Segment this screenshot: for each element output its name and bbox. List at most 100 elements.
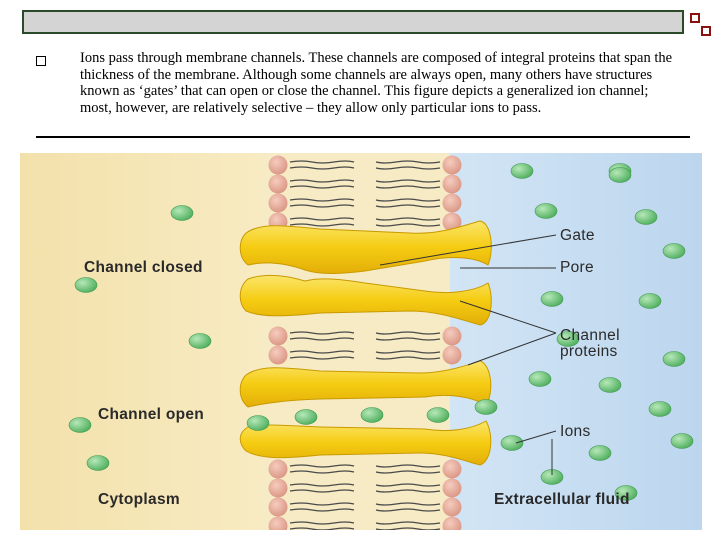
lipid-tail [375, 350, 441, 354]
ion [614, 485, 638, 501]
lipid-tail [375, 223, 441, 227]
corner-square-top [690, 13, 700, 23]
lipid-tail [289, 166, 355, 170]
ion [598, 377, 622, 393]
lipid-head [268, 193, 288, 213]
ion [426, 407, 450, 423]
channel-proteins-pointer-b [467, 332, 557, 366]
lipid-tail [375, 331, 441, 335]
lipid-heads-right [442, 155, 462, 536]
ions-pointer-a [515, 430, 557, 444]
label-pore: Pore [560, 259, 594, 276]
label-extracellular-fluid: Extracellular fluid [494, 491, 630, 508]
ion [670, 433, 694, 449]
lipid-tail [289, 223, 355, 227]
lipid-tail [289, 521, 355, 525]
lipid-tail [375, 483, 441, 487]
lipid-tail [289, 350, 355, 354]
ion-channel-figure: Channel closed Channel open Cytoplasm Ga… [20, 153, 702, 536]
pointer-lines [379, 234, 557, 475]
ion [74, 277, 98, 293]
label-channel-open: Channel open [98, 406, 205, 423]
lipid-head [268, 174, 288, 194]
lipid-tail [289, 179, 355, 183]
ion [246, 415, 270, 431]
bullet-marker [36, 56, 46, 66]
lipid-tail [375, 217, 441, 221]
label-gate: Gate [560, 227, 595, 244]
lipid-tails [289, 160, 441, 531]
ion [648, 401, 672, 417]
ion [68, 417, 92, 433]
label-ions: Ions [560, 423, 591, 440]
lipid-heads-left [268, 155, 288, 536]
lipid-head [442, 326, 462, 346]
label-channel-closed: Channel closed [84, 259, 203, 276]
lipid-tail [289, 470, 355, 474]
ion [360, 407, 384, 423]
lipid-head [442, 497, 462, 517]
lipid-head [268, 459, 288, 479]
label-cytoplasm: Cytoplasm [98, 491, 180, 508]
lipid-head [268, 155, 288, 175]
divider-line [36, 136, 690, 138]
lipid-head [442, 345, 462, 365]
lipid-tail [375, 185, 441, 189]
ion [608, 167, 632, 183]
ion [534, 203, 558, 219]
ion-channel-diagram [20, 153, 702, 536]
ion [662, 243, 686, 259]
lipid-tail [375, 166, 441, 170]
open-channel-protein-lower [239, 420, 492, 466]
ion [500, 435, 524, 451]
ion [510, 163, 534, 179]
lipid-tail [289, 356, 355, 360]
lipid-tail [289, 483, 355, 487]
lipid-tail [289, 204, 355, 208]
lipid-tail [289, 160, 355, 164]
lipid-head [442, 155, 462, 175]
lipid-tail [375, 521, 441, 525]
lipid-head [442, 193, 462, 213]
lipid-tail [289, 331, 355, 335]
ion [188, 333, 212, 349]
lipid-head [268, 497, 288, 517]
lipid-tail [375, 508, 441, 512]
closed-channel-proteins [239, 220, 492, 326]
lipid-tail [289, 217, 355, 221]
lipid-tail [289, 198, 355, 202]
lipid-head [442, 174, 462, 194]
lipid-head [268, 326, 288, 346]
ion [662, 351, 686, 367]
lipid-tail [289, 337, 355, 341]
lipid-head [442, 459, 462, 479]
lipid-tail [375, 356, 441, 360]
lipid-tail [375, 337, 441, 341]
cytoplasm-region [20, 153, 282, 530]
lipid-tail [375, 160, 441, 164]
ion [86, 455, 110, 471]
lipid-head [442, 478, 462, 498]
corner-square-bottom [701, 26, 711, 36]
lipid-tail [289, 508, 355, 512]
body-paragraph: Ions pass through membrane channels. The… [80, 50, 673, 116]
ion [540, 291, 564, 307]
ion [474, 399, 498, 415]
lipid-head [268, 345, 288, 365]
ion [294, 409, 318, 425]
lipid-tail [375, 470, 441, 474]
lipid-tail [375, 179, 441, 183]
lipid-tail [375, 502, 441, 506]
lipid-tail [375, 489, 441, 493]
lipid-tail [375, 464, 441, 468]
lipid-tail [289, 502, 355, 506]
ion [588, 445, 612, 461]
lipid-head [268, 478, 288, 498]
channel-proteins-pointer-a [459, 300, 557, 334]
lipid-tail [375, 204, 441, 208]
closed-channel-protein-upper [239, 220, 492, 274]
open-channel-proteins [239, 360, 492, 466]
lipid-tail [289, 464, 355, 468]
ion [528, 371, 552, 387]
ion [170, 205, 194, 221]
